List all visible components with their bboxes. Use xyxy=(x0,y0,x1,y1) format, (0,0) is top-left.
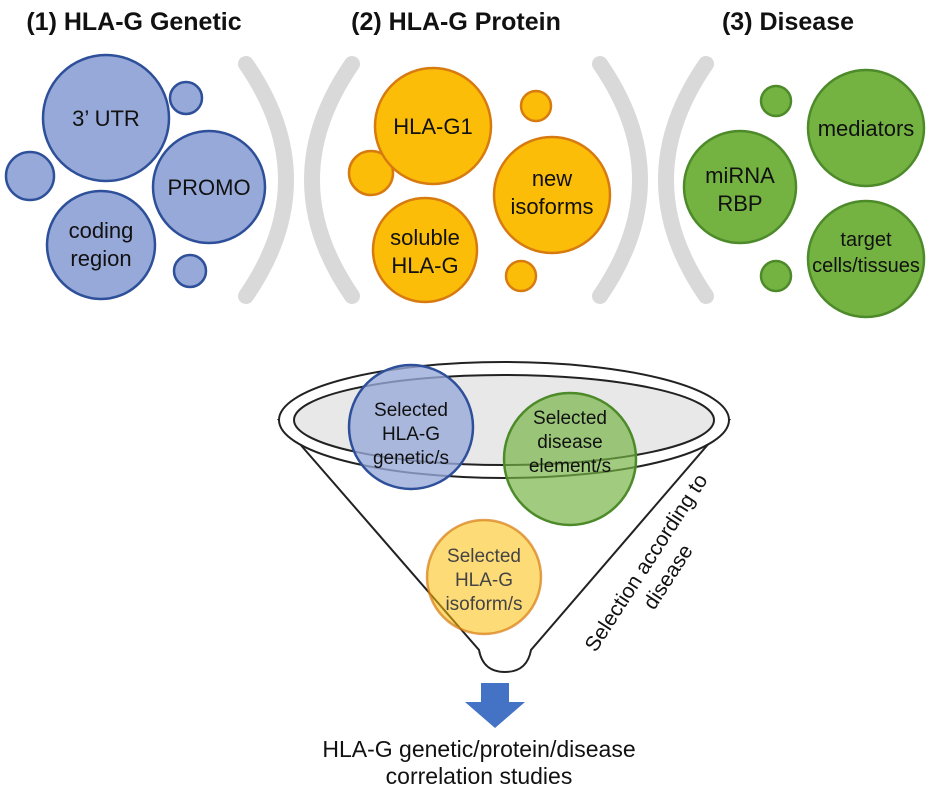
selected-isoform-label: isoform/s xyxy=(445,594,522,615)
bubble-label: HLA-G1 xyxy=(393,114,472,139)
selected-genetic-label: Selected xyxy=(374,400,448,421)
bracket-close-protein xyxy=(592,56,648,304)
bubble-label: target xyxy=(840,229,892,251)
bubble-soluble-hla-g xyxy=(371,196,479,304)
selected-genetic-bubble xyxy=(347,363,475,491)
bubble-coding-region xyxy=(45,189,157,301)
bubble-label: coding xyxy=(69,218,134,243)
decorative-bubble xyxy=(347,149,395,197)
decorative-bubble xyxy=(168,80,204,116)
bubble-target-cells xyxy=(806,199,926,319)
bubble-label: new xyxy=(532,166,572,191)
bubble-label: PROMO xyxy=(167,175,250,200)
bubble-label: RBP xyxy=(717,191,762,216)
selected-disease-bubble xyxy=(502,391,638,527)
conclusion-text: HLA-G genetic/protein/disease xyxy=(322,736,635,762)
bubble-label: 3’ UTR xyxy=(72,106,140,131)
section-title-disease: (3) Disease xyxy=(722,8,854,36)
protein-bubble-group xyxy=(347,66,612,304)
bubble-label: mediators xyxy=(818,116,915,141)
bubble-promo xyxy=(151,129,267,245)
decorative-bubble xyxy=(504,259,538,293)
bubble-new-isoforms xyxy=(492,135,612,255)
separator-brackets xyxy=(238,56,714,304)
selected-isoform-label: Selected xyxy=(447,546,521,567)
selected-isoform-label: HLA-G xyxy=(455,570,513,591)
bubble-mirna-rbp xyxy=(682,129,798,245)
decorative-bubble xyxy=(759,259,793,293)
selected-isoform-bubble xyxy=(425,518,543,636)
selection-funnel xyxy=(276,361,732,674)
selected-genetic-label: HLA-G xyxy=(382,424,440,445)
selected-disease-label: element/s xyxy=(529,456,611,477)
disease-bubble-group xyxy=(682,68,926,319)
bubble-label: HLA-G xyxy=(391,253,458,278)
bracket-close-genetic xyxy=(238,56,294,304)
selected-disease-label: Selected xyxy=(533,408,607,429)
bubble-label: cells/tissues xyxy=(812,255,920,277)
down-arrow-icon xyxy=(465,683,525,728)
bubble-label: isoforms xyxy=(510,194,593,219)
bubble-label: region xyxy=(70,246,131,271)
selected-genetic-label: genetic/s xyxy=(373,448,449,469)
decorative-bubble xyxy=(759,84,793,118)
bracket-open-disease xyxy=(658,56,714,304)
genetic-bubble-group xyxy=(4,53,267,301)
bubble-mediators xyxy=(806,68,926,188)
bracket-open-protein xyxy=(304,56,360,304)
section-title-genetic: (1) HLA-G Genetic xyxy=(26,8,241,36)
bubble-label: soluble xyxy=(390,225,460,250)
conclusion-text: correlation studies xyxy=(386,763,573,789)
bubble-3utr xyxy=(41,53,171,183)
bubble-hla-g1 xyxy=(373,66,493,186)
decorative-bubble xyxy=(519,89,553,123)
section-title-protein: (2) HLA-G Protein xyxy=(351,8,561,36)
decorative-bubble xyxy=(4,150,56,202)
decorative-bubble xyxy=(172,253,208,289)
selected-disease-label: disease xyxy=(537,432,603,453)
bubble-label: miRNA xyxy=(705,163,775,188)
